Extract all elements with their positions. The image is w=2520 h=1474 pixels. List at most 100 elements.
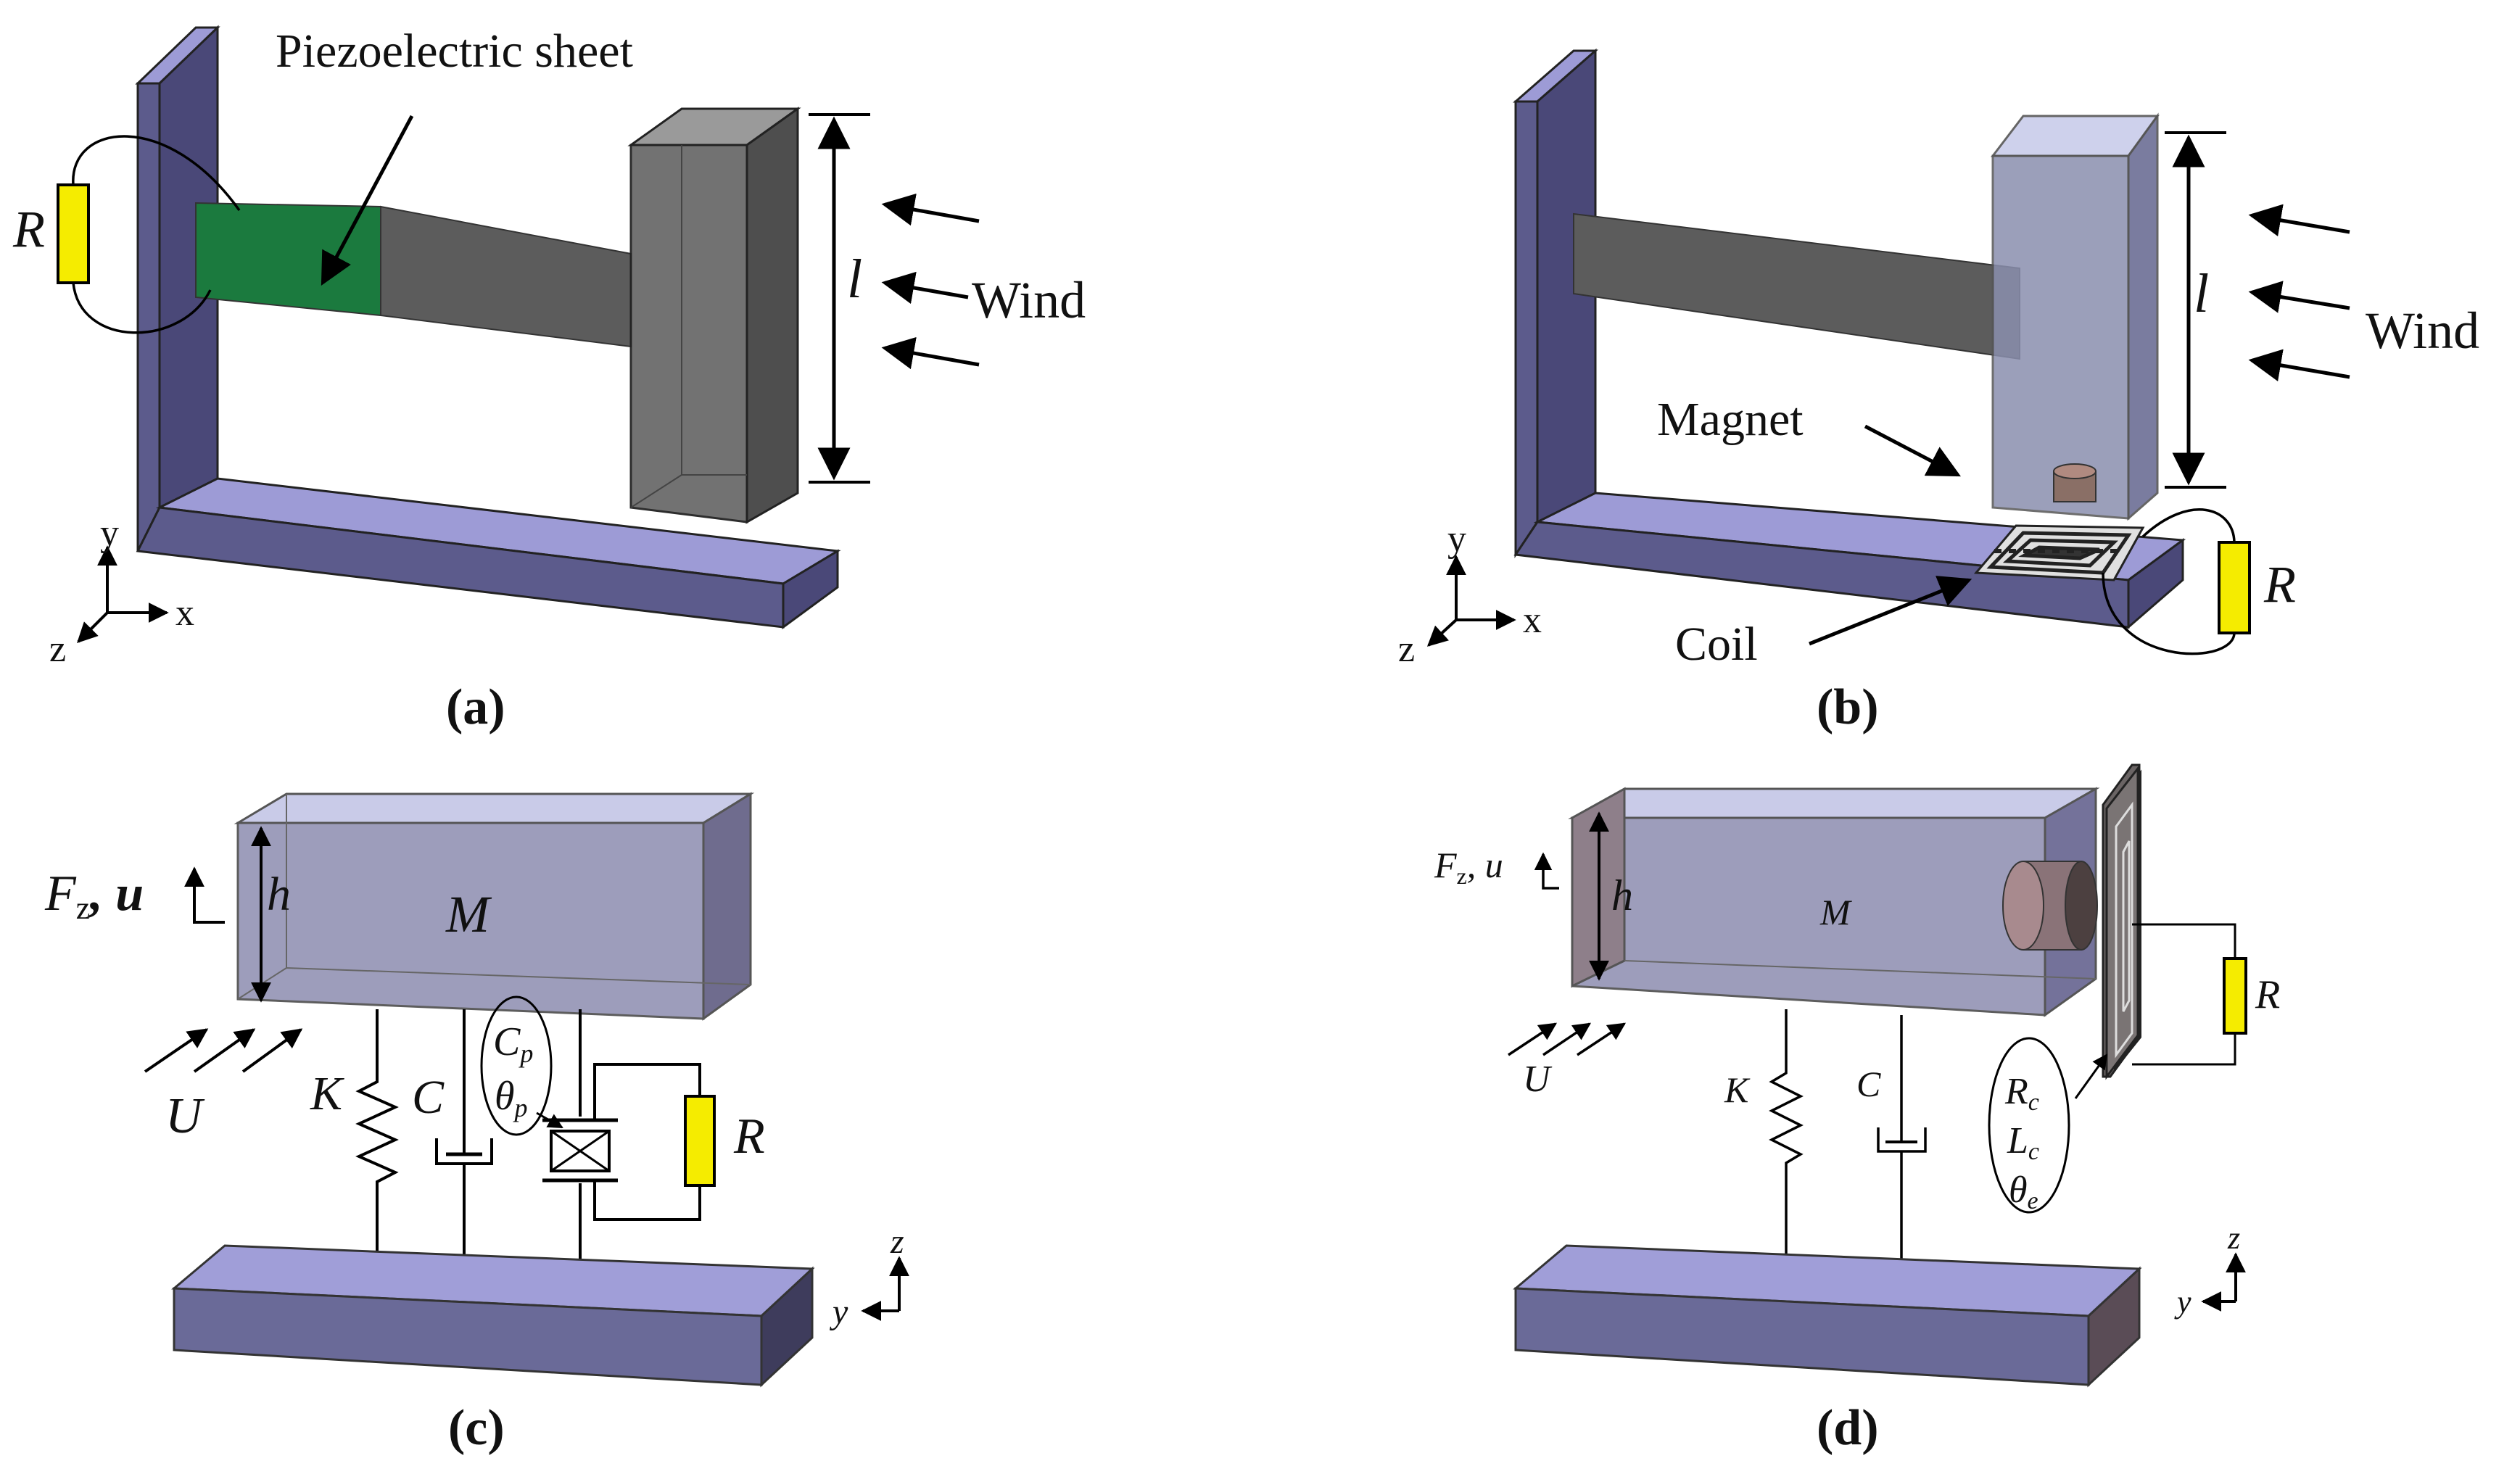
axis-x-b: x (1523, 600, 1542, 641)
spring-d (1769, 1009, 1804, 1294)
caption-c: (c) (448, 1400, 505, 1456)
flow-arrow-c1 (144, 1028, 209, 1073)
mass-box-d (1568, 787, 2100, 1017)
mass-label-c: M (445, 885, 492, 943)
coil-face-d (2105, 765, 2139, 1080)
wire-d (2132, 923, 2236, 1066)
lc-label: Lc (2007, 1120, 2039, 1165)
caption-a: (a) (446, 679, 505, 735)
resistor-label-b: R (2263, 555, 2296, 613)
axis-y-c: y (829, 1293, 848, 1331)
wire-a-top (72, 135, 241, 212)
wind-arrow-a3 (881, 336, 980, 370)
length-label-a: l (847, 249, 862, 310)
wind-arrow-b1 (2248, 204, 2350, 236)
damper-c (435, 1009, 493, 1270)
panel-d: R h M Fz, u U K C Rc Lc θe (1434, 763, 2280, 1456)
spring-label-c: K (310, 1067, 344, 1120)
axis-z-b: z (1398, 629, 1415, 670)
piezo-sheet (195, 202, 381, 317)
force-arrow-d (1534, 852, 1559, 890)
spring-label-d: K (1724, 1069, 1751, 1110)
flow-label-d: U (1523, 1059, 1553, 1100)
piezo-arrow (321, 115, 414, 286)
magnet (2053, 463, 2096, 502)
cp-bubble (480, 995, 553, 1136)
axis-x-a: x (175, 592, 194, 634)
axis-z-a: z (49, 629, 66, 670)
axes-c: z y (829, 1222, 909, 1331)
axis-y-b: y (1447, 518, 1466, 560)
svg-text:Fz, u: Fz, u (44, 866, 144, 926)
ground-c (171, 1244, 815, 1388)
wind-arrow-a1 (881, 193, 980, 226)
coil-arrow (1809, 576, 1972, 646)
coil-params-bubble (1988, 1037, 2070, 1214)
magnet-arrow (1864, 424, 1961, 477)
caption-d: (d) (1817, 1400, 1879, 1456)
piezo-element-c (542, 1009, 701, 1270)
mass-label-d: M (1819, 892, 1852, 932)
magnet-label: Magnet (1657, 393, 1804, 446)
damper-label-d: C (1856, 1064, 1881, 1104)
spring-c (355, 1009, 399, 1263)
flow-arrow-d2 (1542, 1022, 1592, 1056)
wire-b-top (2141, 508, 2236, 543)
axis-y-a: y (100, 513, 119, 554)
beam-b (1573, 212, 2020, 360)
bluff-body-a (627, 107, 801, 524)
resistor-c (684, 1095, 716, 1187)
wind-arrow-b2 (2248, 281, 2350, 313)
flow-arrow-d3 (1577, 1022, 1627, 1056)
force-label-d: Fz, u (1434, 845, 1503, 889)
axes-a: y x z (49, 513, 194, 670)
resistor-d (2223, 957, 2247, 1035)
frame-b (1513, 48, 2186, 630)
bluff-body-b (1990, 112, 2160, 521)
rc-label: Rc (2004, 1071, 2039, 1116)
panel-a: R Piezoelectric sheet l Wind y x z (a) (12, 25, 1086, 735)
axis-z-d: z (2227, 1220, 2240, 1256)
flow-label-c: U (165, 1088, 205, 1144)
resistor-b (2218, 541, 2251, 634)
caption-b: (b) (1817, 679, 1879, 735)
wind-label-b: Wind (2366, 302, 2479, 360)
theta-p-label: θp (495, 1074, 528, 1122)
flow-arrow-c3 (241, 1028, 303, 1073)
resistor-a (57, 183, 90, 284)
flow-arrow-d1 (1508, 1022, 1558, 1056)
mass-box-c (234, 792, 755, 1021)
coil (1973, 524, 2145, 581)
damper-d (1877, 1015, 1927, 1283)
flow-arrow-c2 (193, 1028, 256, 1073)
resistor-label-d: R (2255, 972, 2280, 1017)
coil-label: Coil (1675, 618, 1758, 671)
ground-d (1513, 1244, 2142, 1388)
axes-d: z y (2174, 1220, 2246, 1320)
axis-y-d: y (2174, 1284, 2191, 1320)
wire-a-bottom (72, 282, 212, 334)
resistor-label-c: R (733, 1109, 765, 1164)
axis-z-c: z (890, 1222, 904, 1261)
panel-b: R Magnet Coil l Wind y x z (b) (1398, 48, 2479, 735)
theta-e-label: θe (2009, 1169, 2038, 1214)
force-label-c: Fz, u (44, 866, 144, 926)
force-arrow-c (184, 866, 225, 924)
axes-b: y x z (1398, 518, 1542, 670)
wind-arrow-a2 (881, 271, 969, 305)
magnet-d (2002, 861, 2098, 951)
damper-label-c: C (412, 1071, 445, 1124)
coil-params-arrow (2074, 1053, 2108, 1099)
piezo-label: Piezoelectric sheet (276, 25, 633, 78)
panel-c: h M Fz, u U K C (44, 792, 909, 1456)
wind-label-a: Wind (972, 271, 1086, 329)
beam-a (380, 205, 632, 348)
wind-arrow-b3 (2248, 349, 2350, 381)
length-label-b: l (2194, 263, 2209, 324)
height-label-d: h (1611, 871, 1633, 919)
cp-arrow (536, 1111, 563, 1129)
cp-label: Cp (493, 1019, 533, 1068)
height-label-c: h (267, 868, 291, 921)
wire-b-bottom (2102, 572, 2236, 655)
